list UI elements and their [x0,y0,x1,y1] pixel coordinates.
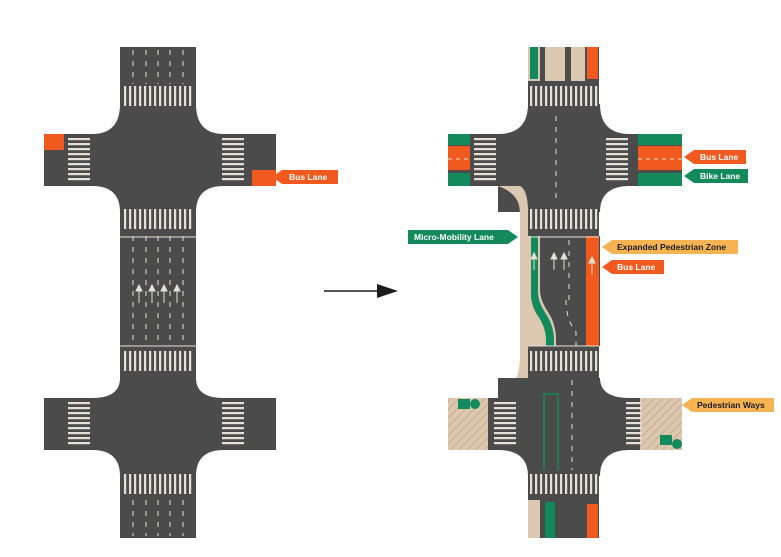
before-crosswalks [68,86,244,494]
before-layout: Bus Lane [44,47,338,538]
after-crosswalks [474,86,642,494]
before-bus-lane-east [252,170,276,186]
micro-mobility-lane-label: Micro-Mobility Lane [408,230,518,244]
micro-mobility-lane-text: Micro-Mobility Lane [414,232,494,242]
before-bus-lane-label: Bus Lane [272,170,338,184]
before-top-road [120,47,196,113]
before-bus-lane-west [44,134,64,150]
before-bus-lane-text: Bus Lane [289,172,328,182]
before-lane-markings [132,50,184,536]
after-bike-lane-label: Bike Lane [684,169,748,183]
expanded-pedestrian-zone-text: Expanded Pedestrian Zone [617,242,726,252]
after-top-bike-lane [530,47,538,79]
right-arrow-icon [324,284,398,298]
after-bus-lane-middle-text: Bus Lane [617,262,656,272]
after-bus-lane [586,236,599,346]
after-layout: Bus Lane Bike Lane Micro-Mobility Lane E… [408,47,774,538]
street-furniture-icon [458,399,480,409]
after-bus-lane-top-label: Bus Lane [684,150,746,164]
after-lane-arrows [530,251,596,274]
after-lane-markings [555,116,573,470]
pedestrian-ways-label: Pedestrian Ways [682,398,774,412]
after-top-bus-lane [587,47,598,79]
expanded-pedestrian-zone-label: Expanded Pedestrian Zone [602,240,738,254]
before-lane-arrows [135,283,181,303]
after-bus-lane-middle-label: Bus Lane [602,260,664,274]
street-furniture-icon [660,435,682,449]
after-bus-lane-top-text: Bus Lane [700,152,739,162]
after-bike-lane-text: Bike Lane [700,171,740,181]
pedestrian-ways-text: Pedestrian Ways [697,400,765,410]
after-micro-mobility-lane [531,236,554,346]
